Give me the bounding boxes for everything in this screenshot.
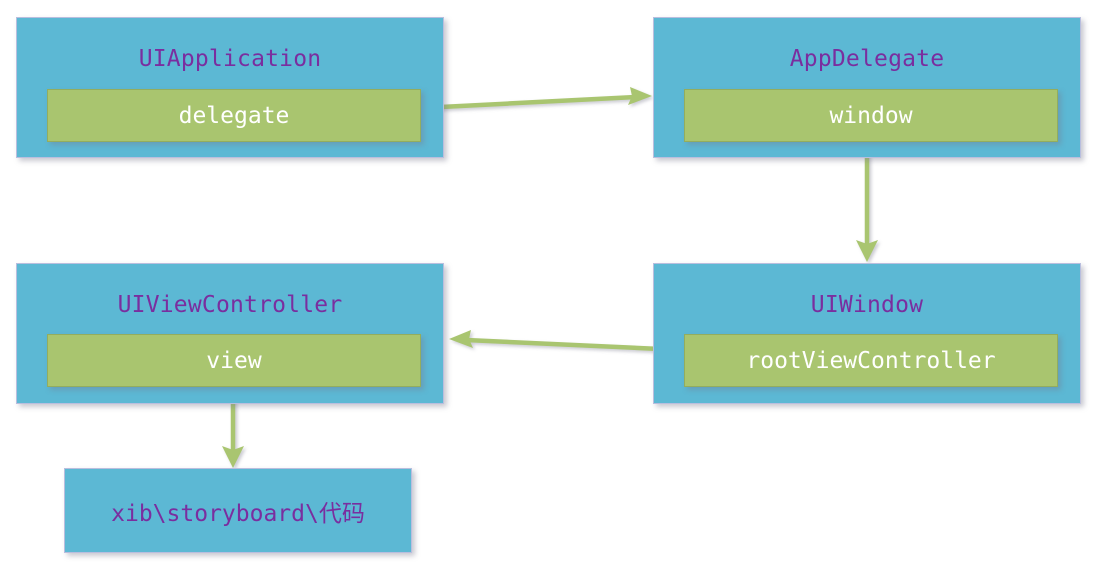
property-view[interactable]: view — [47, 334, 421, 387]
node-uiapplication-title: UIApplication — [138, 46, 322, 72]
property-rootviewcontroller[interactable]: rootViewController — [684, 334, 1058, 387]
arrow-delegate-to-appdelegate — [418, 87, 652, 111]
property-window[interactable]: window — [684, 89, 1058, 142]
arrow-rootviewcontroller-to-view — [449, 330, 685, 353]
node-uiviewcontroller-title: UIViewController — [117, 292, 343, 318]
node-resource[interactable]: xib\storyboard\代码 — [64, 468, 412, 553]
node-appdelegate-title: AppDelegate — [789, 46, 945, 72]
property-delegate[interactable]: delegate — [47, 89, 421, 142]
node-uiwindow-title: UIWindow — [810, 292, 924, 318]
